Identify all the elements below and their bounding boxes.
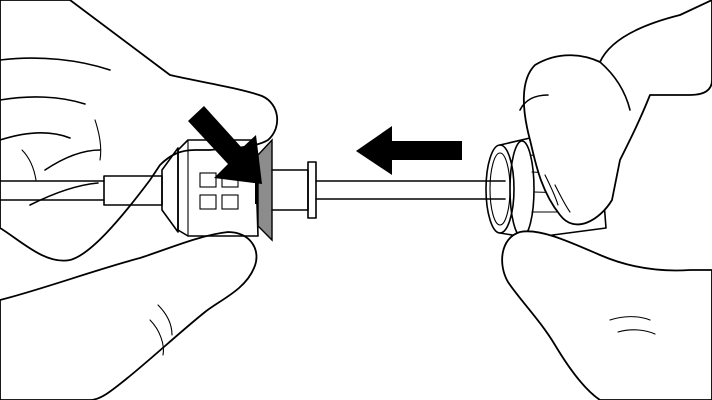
connector-body	[177, 138, 317, 242]
grey-ring	[257, 138, 273, 242]
right-hand-thumb	[501, 230, 712, 400]
left-hand-upper	[0, 0, 278, 262]
left-hand-thumb	[0, 231, 258, 400]
connector-collar	[103, 147, 179, 233]
horizontal-arrow-icon	[356, 126, 462, 175]
diagonal-arrow-icon	[188, 106, 262, 184]
tubing-left	[0, 180, 105, 201]
right-hand-upper	[519, 0, 712, 226]
shaft	[315, 180, 506, 200]
